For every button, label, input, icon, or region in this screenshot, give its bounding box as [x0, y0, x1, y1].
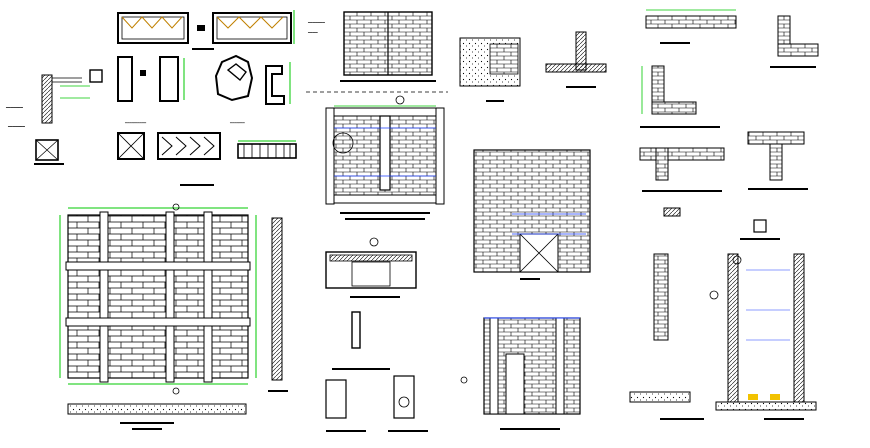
- footing-sections: [459, 31, 607, 102]
- lintel-detail: [325, 237, 428, 432]
- svg-text:━━━━━━━━━━: ━━━━━━━━━━: [124, 121, 147, 125]
- wall-with-column-elevation: [460, 317, 581, 430]
- svg-text:═══════: ═══════: [5, 105, 23, 110]
- block-course-details: [639, 9, 819, 240]
- brick-wall-elevation: [473, 149, 591, 280]
- brick-bond-elevation: ━━━━━━━ ━━━━: [307, 11, 436, 82]
- column-profiles: ━━━━━━━━━━ ━━━━━━━: [117, 54, 291, 125]
- stirrup-details: [117, 132, 297, 186]
- masonry-wall-plan: [59, 203, 288, 430]
- beam-section-1: [117, 10, 295, 50]
- foundation-column-detail: ═══════ ═══════: [5, 69, 103, 165]
- svg-text:━━━━━━━: ━━━━━━━: [307, 20, 325, 25]
- svg-text:━━━━━━━: ━━━━━━━: [229, 121, 246, 125]
- framed-wall-elevation: [325, 95, 445, 220]
- svg-text:═══════: ═══════: [7, 124, 25, 129]
- reinforcement-details-group: ━━━━━━━━━━ ━━━━━━━ ═══════ ═══════: [5, 10, 297, 186]
- svg-text:━━━━: ━━━━: [307, 30, 318, 35]
- wall-section-detail: [629, 253, 817, 420]
